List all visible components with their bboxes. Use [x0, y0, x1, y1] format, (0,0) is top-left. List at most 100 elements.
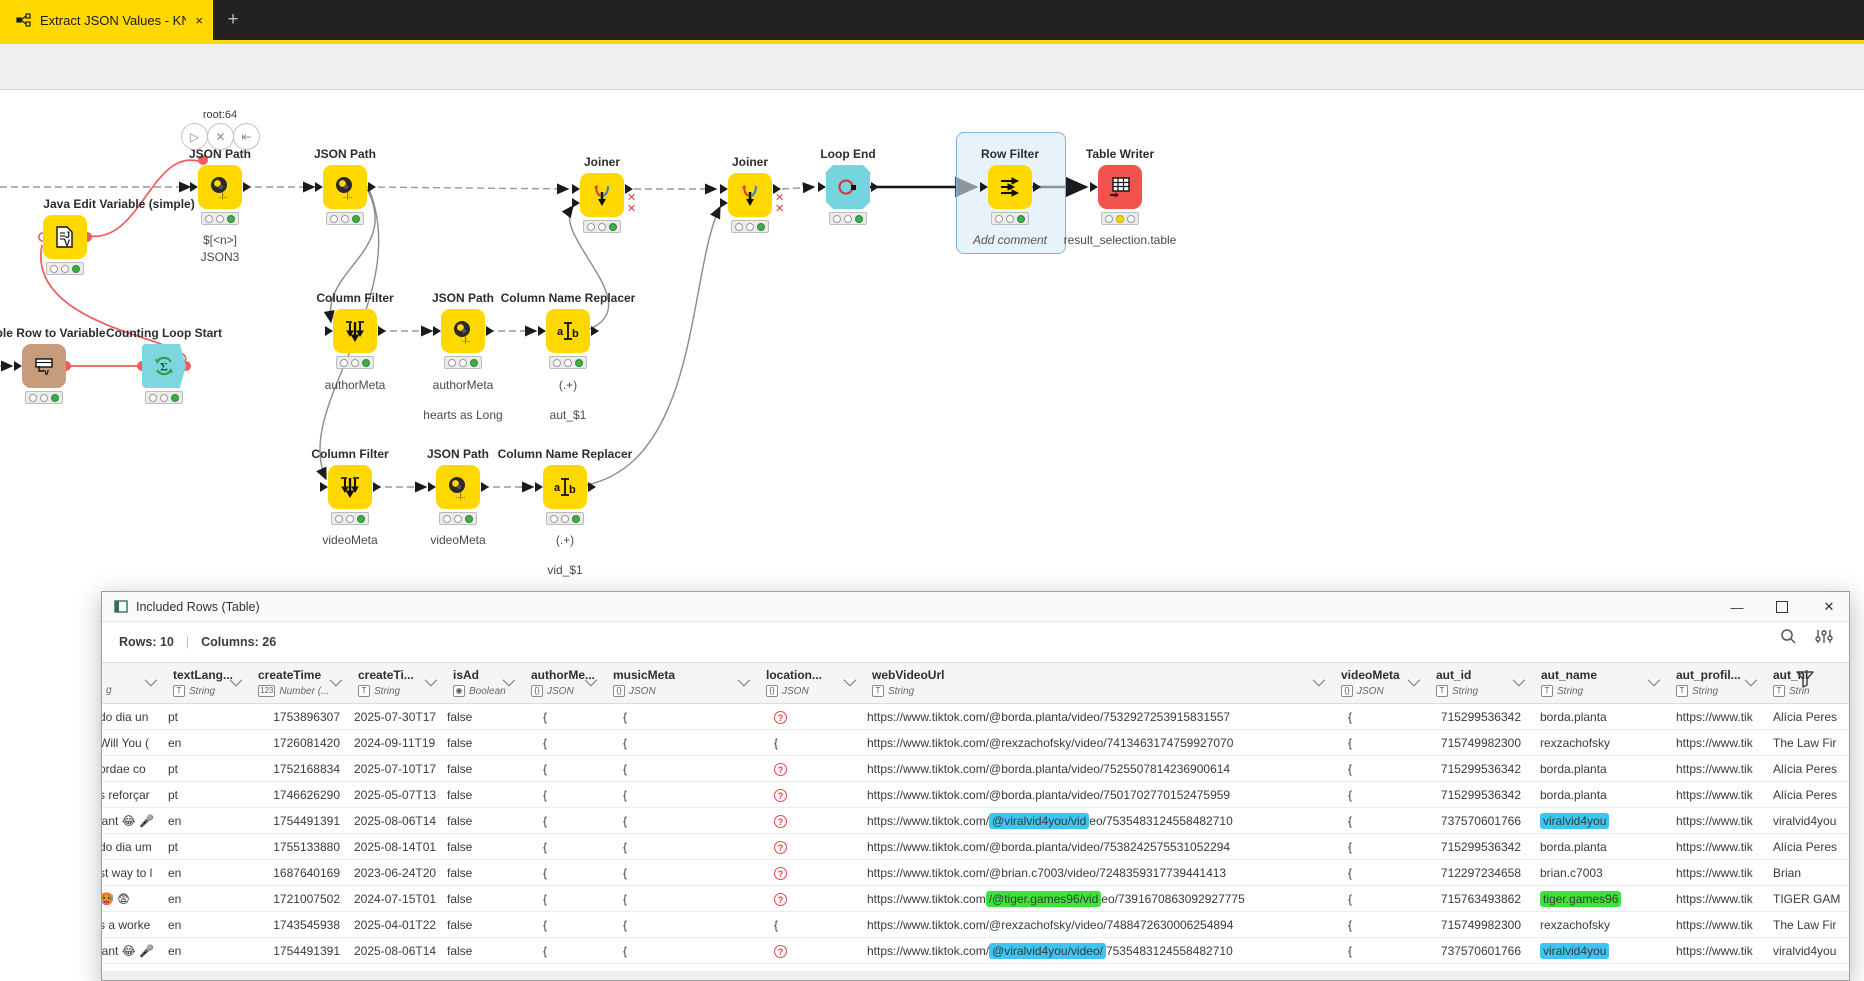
column-menu-chevron-icon[interactable] — [1647, 673, 1661, 687]
cell-aut_id: 737570601766 — [1440, 944, 1521, 958]
column-menu-chevron-icon[interactable] — [737, 673, 751, 687]
node-label-column-filter-a: Column Filter — [316, 291, 394, 305]
cell-location...: { — [774, 918, 779, 932]
window-titlebar[interactable]: Included Rows (Table) — [102, 592, 1849, 622]
missing-value-icon: ? — [774, 893, 787, 907]
column-header-authorMe...[interactable]: authorMe...{}JSON — [521, 663, 603, 705]
close-button[interactable]: ✕ — [1823, 599, 1835, 614]
status-light — [553, 358, 561, 367]
node-column-filter-b[interactable] — [328, 465, 372, 509]
column-type: {}JSON — [613, 685, 656, 697]
column-menu-chevron-icon[interactable] — [144, 673, 158, 687]
node-joiner-1[interactable] — [580, 173, 624, 217]
cell-authorMe...: { — [543, 840, 548, 854]
reset-node-button[interactable]: ⇤ — [233, 123, 260, 150]
status-light — [160, 393, 168, 402]
input-port — [14, 361, 22, 371]
url-text: https://www.tiktok.com/ — [867, 814, 990, 828]
horizontal-scrollbar[interactable] — [102, 971, 1849, 980]
missing-value-icon: ? — [774, 841, 787, 855]
cell-aut_ni: Alícia Peres — [1773, 840, 1838, 854]
column-menu-chevron-icon[interactable] — [1512, 673, 1526, 687]
url-text: eo/7391670863092927775 — [1101, 892, 1245, 906]
minimize-button[interactable]: — — [1730, 599, 1744, 615]
column-header-videoMeta[interactable]: videoMeta{}JSON — [1331, 663, 1426, 705]
table-settings-icon[interactable] — [1815, 628, 1833, 645]
workflow-icon — [16, 12, 31, 28]
inactive-port-x-icon: ✕ — [775, 192, 785, 204]
node-table-row-to-variable[interactable]: v — [22, 344, 66, 388]
column-menu-chevron-icon[interactable] — [1312, 673, 1326, 687]
status-light — [1006, 214, 1014, 223]
node-row-filter[interactable] — [988, 165, 1032, 209]
node-json-path-a[interactable]: ..|.. — [441, 309, 485, 353]
cell-musicMeta: { — [623, 866, 628, 880]
column-header-musicMeta[interactable]: musicMeta{}JSON — [603, 663, 756, 705]
node-status-lights — [25, 391, 63, 404]
column-menu-chevron-icon[interactable] — [329, 673, 343, 687]
cell-textLang...: en — [168, 892, 182, 906]
cancel-node-button[interactable]: ✕ — [207, 123, 234, 150]
filter-funnel-icon[interactable] — [1795, 669, 1815, 689]
cell-aut_ni: Brian — [1773, 866, 1802, 880]
node-loop-end[interactable] — [826, 165, 870, 209]
new-tab-button[interactable]: + — [227, 9, 239, 30]
node-sublabel: JSON3 — [200, 250, 240, 264]
node-json-path-1[interactable]: ..|.. — [198, 165, 242, 209]
node-counting-loop-start[interactable]: Σ — [142, 344, 186, 388]
execute-node-button[interactable]: ▷ — [181, 123, 208, 150]
column-menu-chevron-icon[interactable] — [1407, 673, 1421, 687]
column-menu-chevron-icon[interactable] — [1744, 673, 1758, 687]
column-menu-chevron-icon[interactable] — [424, 673, 438, 687]
column-header-isAd[interactable]: isAd◉Boolean — [443, 663, 521, 705]
cell-aut_name: rexzachofsky — [1540, 918, 1611, 932]
window-title: Included Rows (Table) — [136, 599, 260, 614]
tab-close-icon[interactable]: × — [195, 12, 203, 28]
node-status-lights — [731, 220, 769, 233]
input-port — [433, 326, 441, 336]
cell-aut_ni: TIGER GAM — [1773, 892, 1841, 906]
status-light — [459, 358, 467, 367]
column-header-clipped[interactable]: g — [102, 663, 163, 705]
search-icon[interactable] — [1780, 628, 1797, 645]
column-type-icon: {} — [1341, 685, 1353, 697]
node-joiner-2[interactable] — [728, 173, 772, 217]
column-menu-chevron-icon[interactable] — [843, 673, 857, 687]
node-status-lights — [201, 212, 239, 225]
node-json-path-b[interactable]: ..|.. — [436, 465, 480, 509]
missing-value-icon: ? — [774, 789, 787, 803]
node-sublabel: (.+) — [558, 378, 578, 392]
status-light — [995, 214, 1003, 223]
status-light — [50, 264, 58, 273]
input-port — [980, 182, 988, 192]
tab-workflow[interactable]: Extract JSON Values - KNIM... × — [0, 0, 213, 40]
node-table-writer[interactable] — [1098, 165, 1142, 209]
column-header-location...[interactable]: location...{}JSON — [756, 663, 862, 705]
maximize-button[interactable] — [1770, 595, 1794, 619]
node-column-filter-a[interactable] — [333, 309, 377, 353]
node-json-path-2[interactable]: ..|.. — [323, 165, 367, 209]
